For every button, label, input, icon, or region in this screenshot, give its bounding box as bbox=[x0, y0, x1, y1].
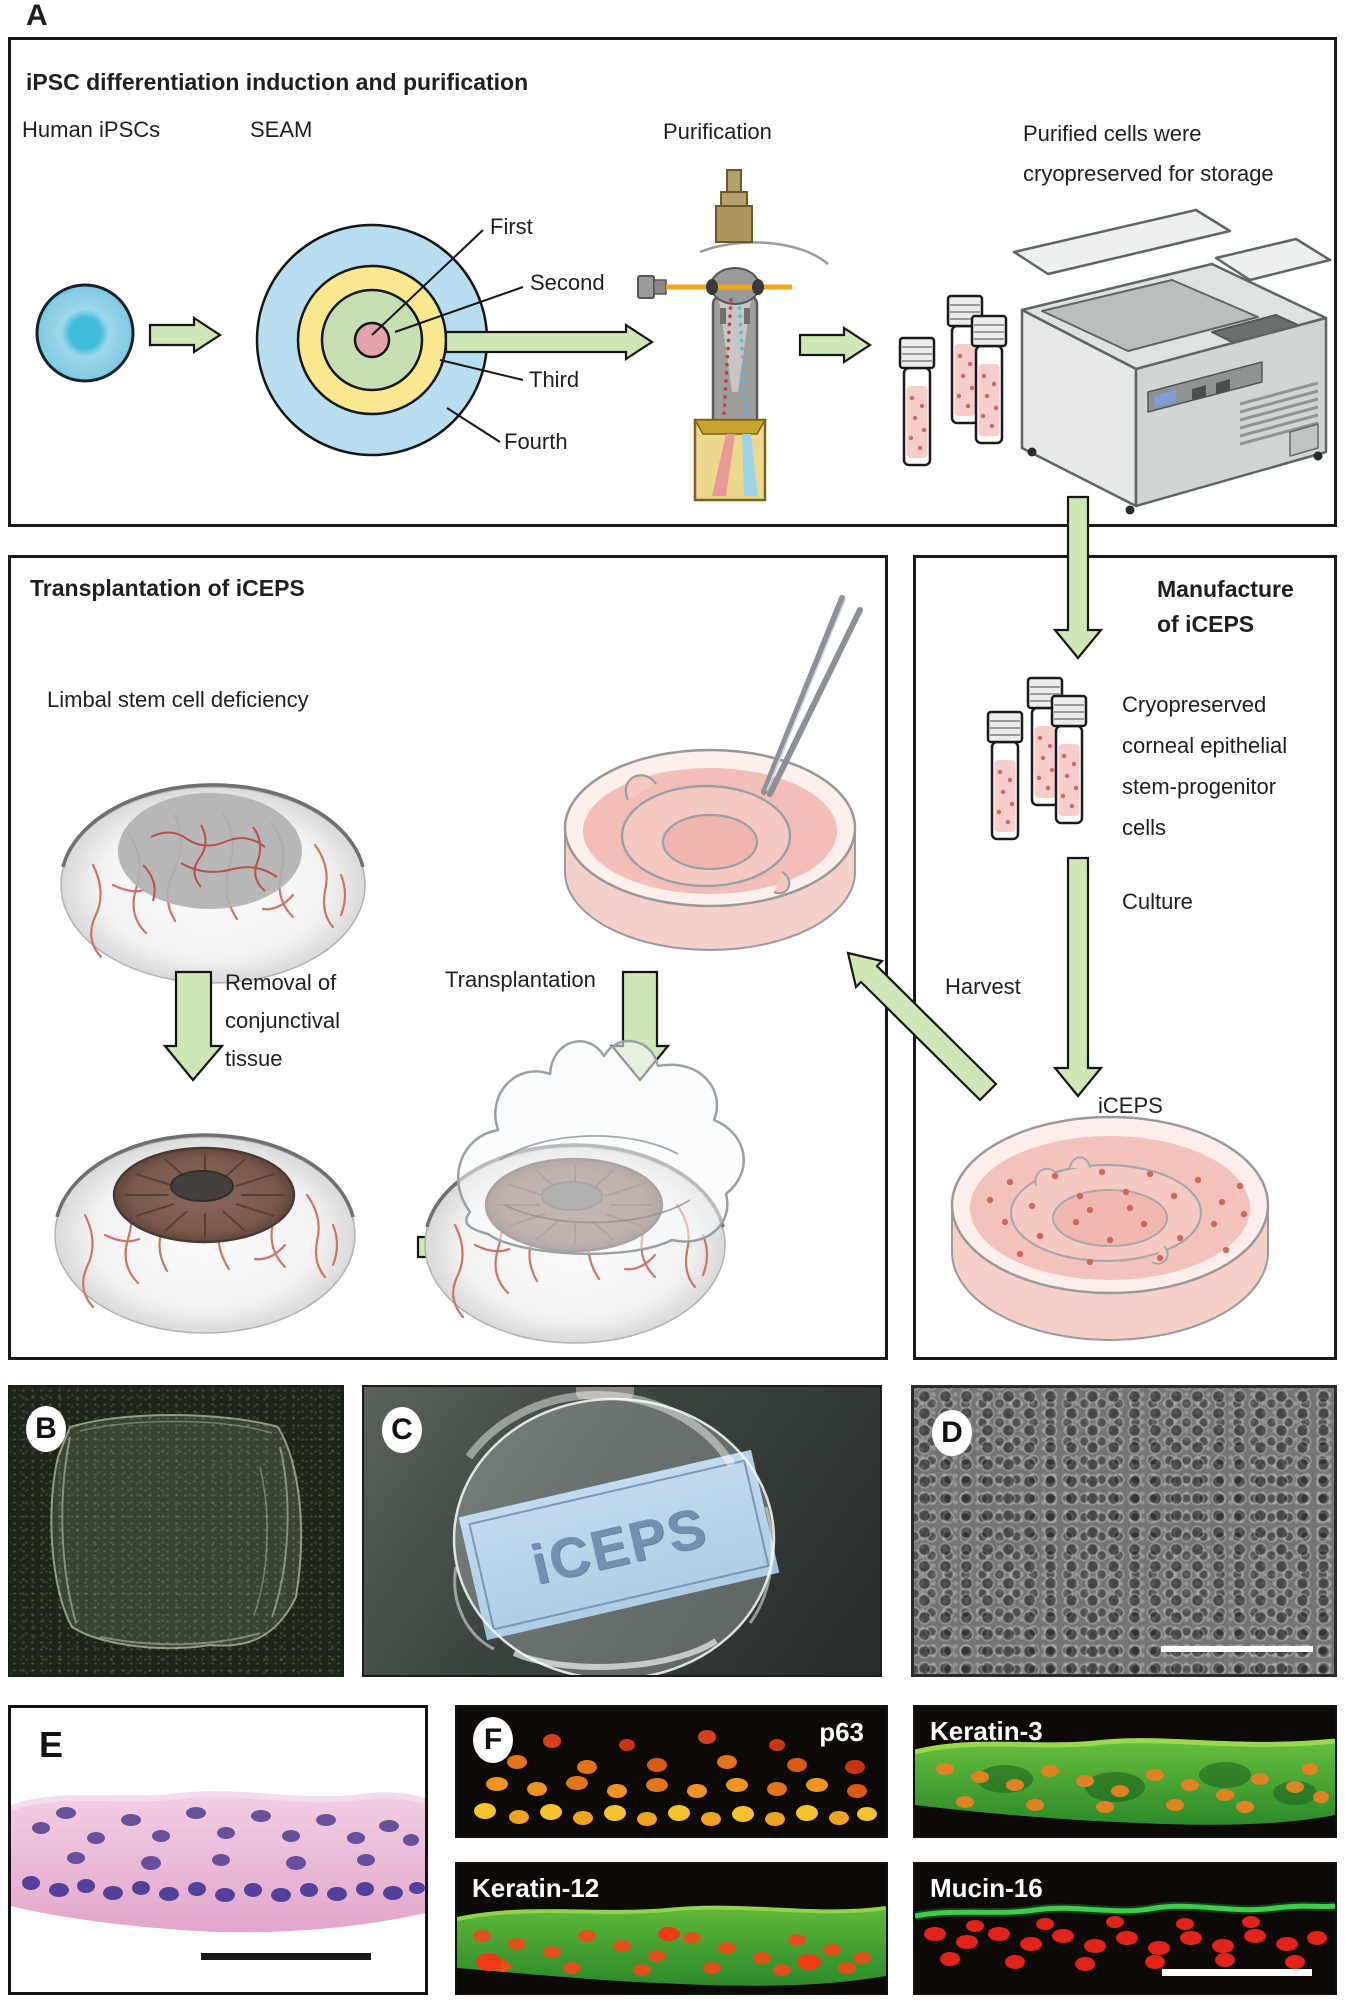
removal-line1: Removal of bbox=[225, 970, 337, 995]
photo-c-iceps-sheet: iCEPS C bbox=[362, 1385, 882, 1677]
stain-label-mucin16: Mucin-16 bbox=[930, 1873, 1043, 1903]
label-cryopreserved-cells: Cryopreserved corneal epithelial stem-pr… bbox=[1122, 684, 1287, 848]
mucin16-staining-illustration bbox=[915, 1901, 1335, 1971]
keratin3-staining-illustration bbox=[915, 1738, 1335, 1825]
transplantation-panel-title: Transplantation of iCEPS bbox=[30, 575, 305, 601]
photo-f-keratin12: Keratin-12 bbox=[455, 1862, 888, 1995]
label-removal: Removal of conjunctival tissue bbox=[225, 964, 340, 1078]
label-seam-fourth: Fourth bbox=[504, 429, 568, 454]
cryo-line3: stem-progenitor bbox=[1122, 774, 1277, 799]
label-seam-third: Third bbox=[529, 367, 580, 392]
label-transplantation: Transplantation bbox=[445, 967, 596, 992]
photo-f-p63: F p63 bbox=[455, 1705, 888, 1838]
photo-e-histology: E bbox=[8, 1705, 428, 1995]
holder-clip bbox=[576, 1387, 634, 1399]
cryo-line2: corneal epithelial bbox=[1122, 733, 1288, 758]
stain-label-keratin3: Keratin-3 bbox=[930, 1716, 1043, 1746]
p63-staining-illustration bbox=[474, 1730, 877, 1826]
photo-f-keratin3: Keratin-3 bbox=[913, 1705, 1337, 1838]
photo-b-label: B bbox=[26, 1406, 66, 1452]
cryo-line4: cells bbox=[1122, 815, 1167, 840]
manufacture-panel-frame bbox=[913, 555, 1337, 1360]
scale-bar bbox=[201, 1953, 371, 1960]
manufacture-title-line2: of iCEPS bbox=[1157, 611, 1255, 637]
label-storage: Purified cells were cryopreserved for st… bbox=[1023, 114, 1274, 194]
label-iceps-dish: iCEPS bbox=[1098, 1093, 1163, 1118]
removal-line2: conjunctival bbox=[225, 1008, 340, 1033]
removal-line3: tissue bbox=[225, 1046, 283, 1071]
panel-a-frame bbox=[8, 37, 1337, 527]
scale-bar bbox=[1162, 1969, 1312, 1976]
photo-b-cell-sheet: B bbox=[8, 1385, 344, 1677]
label-seam-first: First bbox=[490, 214, 533, 239]
cryo-line1: Cryopreserved bbox=[1122, 692, 1267, 717]
label-seam: SEAM bbox=[250, 117, 313, 142]
photo-d-label: D bbox=[932, 1410, 972, 1456]
label-purification: Purification bbox=[663, 119, 772, 144]
label-limbal-deficiency: Limbal stem cell deficiency bbox=[47, 687, 309, 712]
keratin12-staining-illustration bbox=[457, 1905, 886, 1986]
transparent-sheet-illustration bbox=[452, 1391, 776, 1675]
cell-sheet-illustration bbox=[50, 1413, 303, 1650]
stain-label-keratin12: Keratin-12 bbox=[472, 1873, 600, 1903]
panel-a-title: iPSC differentiation induction and purif… bbox=[26, 69, 529, 95]
photo-f-mucin16: Mucin-16 bbox=[913, 1862, 1337, 1995]
label-harvest: Harvest bbox=[945, 974, 1021, 999]
scale-bar bbox=[1161, 1646, 1313, 1652]
manufacture-panel-title: Manufacture of iCEPS bbox=[1157, 572, 1294, 642]
stain-label-p63: p63 bbox=[819, 1717, 864, 1747]
label-seam-second: Second bbox=[530, 270, 605, 295]
photo-d-cell-morphology: D bbox=[911, 1385, 1337, 1677]
transplantation-panel-frame bbox=[8, 555, 888, 1360]
label-human-ipscs: Human iPSCs bbox=[22, 117, 161, 142]
figure-label-a: A bbox=[26, 0, 48, 32]
epithelium-section-illustration bbox=[11, 1791, 425, 1933]
photo-f-label: F bbox=[473, 1717, 513, 1763]
photo-c-label: C bbox=[382, 1407, 422, 1453]
manufacture-title-line1: Manufacture bbox=[1157, 576, 1294, 602]
photo-e-label: E bbox=[39, 1724, 64, 1765]
storage-line1: Purified cells were bbox=[1023, 121, 1202, 146]
storage-line2: cryopreserved for storage bbox=[1023, 161, 1274, 186]
label-culture: Culture bbox=[1122, 889, 1193, 914]
